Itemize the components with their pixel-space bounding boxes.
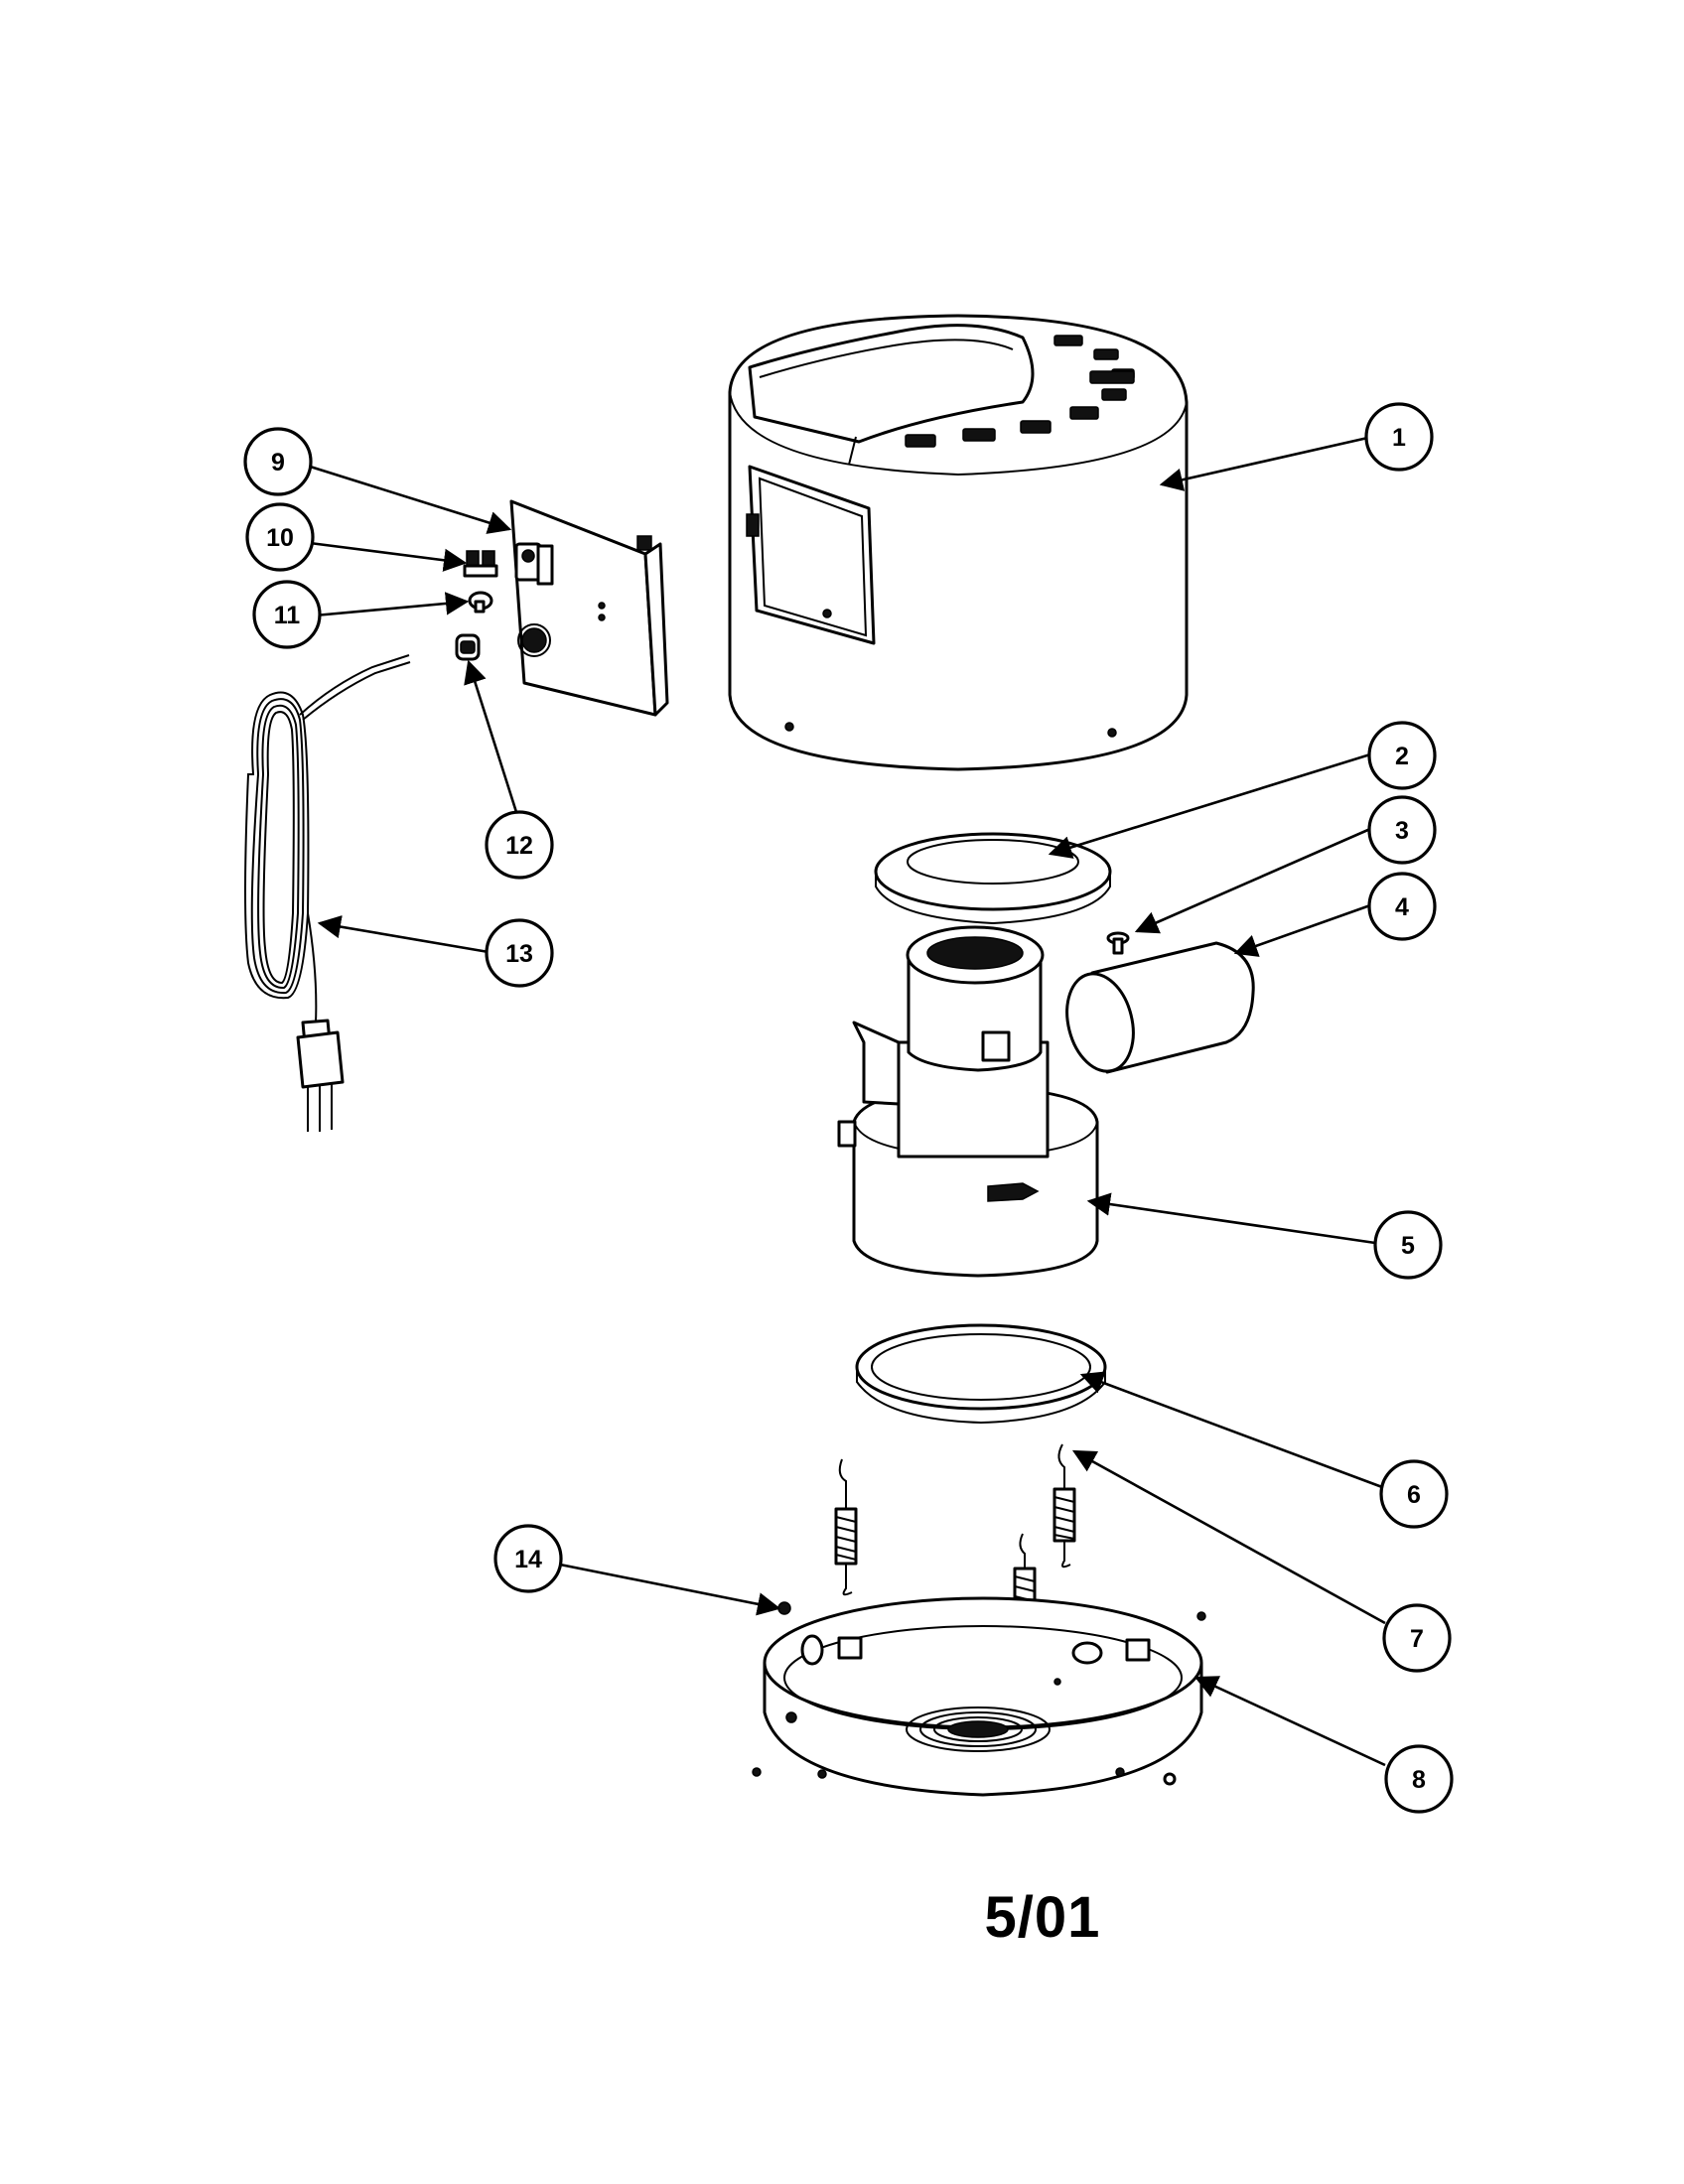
callout-9: 9 bbox=[243, 427, 313, 496]
part-10-switch bbox=[463, 550, 498, 578]
callout-1: 1 bbox=[1364, 402, 1434, 472]
callout-label: 6 bbox=[1407, 1481, 1421, 1509]
leader-1 bbox=[1159, 435, 1373, 491]
callout-label: 5 bbox=[1401, 1232, 1415, 1260]
leader-13 bbox=[317, 915, 490, 954]
part-14-screw bbox=[777, 1601, 791, 1615]
callout-label: 2 bbox=[1395, 743, 1409, 770]
spring-left bbox=[834, 1458, 858, 1596]
part-12-grommet bbox=[455, 633, 481, 661]
callout-label: 1 bbox=[1392, 424, 1406, 452]
callout-5: 5 bbox=[1373, 1210, 1443, 1280]
spring-right bbox=[1052, 1443, 1076, 1569]
callout-7: 7 bbox=[1382, 1603, 1452, 1673]
leader-4 bbox=[1233, 903, 1371, 957]
callout-11: 11 bbox=[252, 580, 322, 649]
leader-lines bbox=[303, 435, 1386, 1767]
leader-12 bbox=[464, 659, 518, 813]
callout-label: 11 bbox=[274, 602, 301, 629]
callout-label: 3 bbox=[1395, 817, 1409, 845]
callout-label: 10 bbox=[266, 524, 294, 552]
callout-label: 4 bbox=[1395, 893, 1409, 921]
callouts: 1 2 3 4 5 6 7 8 bbox=[243, 402, 1454, 1814]
callout-6: 6 bbox=[1379, 1459, 1449, 1529]
callout-label: 12 bbox=[505, 832, 533, 860]
callout-8: 8 bbox=[1384, 1744, 1454, 1814]
leader-14 bbox=[559, 1563, 781, 1616]
part-11-clip bbox=[468, 591, 493, 614]
leader-10 bbox=[309, 541, 468, 572]
callout-3: 3 bbox=[1367, 795, 1437, 865]
callout-label: 8 bbox=[1412, 1766, 1426, 1794]
callout-label: 9 bbox=[271, 449, 285, 477]
callout-label: 7 bbox=[1410, 1625, 1424, 1653]
callout-label: 13 bbox=[505, 940, 533, 968]
leader-8 bbox=[1193, 1676, 1386, 1767]
leader-5 bbox=[1086, 1192, 1376, 1245]
leader-6 bbox=[1079, 1371, 1383, 1489]
leader-9 bbox=[303, 463, 512, 534]
date-code: 5/01 bbox=[984, 1885, 1101, 1950]
callout-12: 12 bbox=[485, 810, 554, 880]
callout-4: 4 bbox=[1367, 872, 1437, 941]
part-6-gasket-ring bbox=[855, 1323, 1107, 1425]
callout-10: 10 bbox=[245, 502, 315, 572]
leader-2 bbox=[1048, 752, 1371, 859]
leader-11 bbox=[314, 592, 470, 617]
part-4-capacitor bbox=[1065, 941, 1255, 1074]
part-1-motor-cover bbox=[728, 314, 1189, 771]
callout-13: 13 bbox=[485, 918, 554, 988]
callout-label: 14 bbox=[514, 1546, 542, 1573]
callout-2: 2 bbox=[1367, 721, 1437, 790]
callout-14: 14 bbox=[493, 1524, 563, 1593]
part-8-base-pan bbox=[752, 1596, 1206, 1797]
part-9-switch-plate bbox=[509, 499, 669, 717]
part-3-screw bbox=[1106, 931, 1130, 955]
leader-7 bbox=[1071, 1449, 1386, 1625]
part-5-motor bbox=[837, 925, 1099, 1278]
leader-3 bbox=[1134, 827, 1371, 934]
part-13-power-cord bbox=[244, 654, 411, 1132]
